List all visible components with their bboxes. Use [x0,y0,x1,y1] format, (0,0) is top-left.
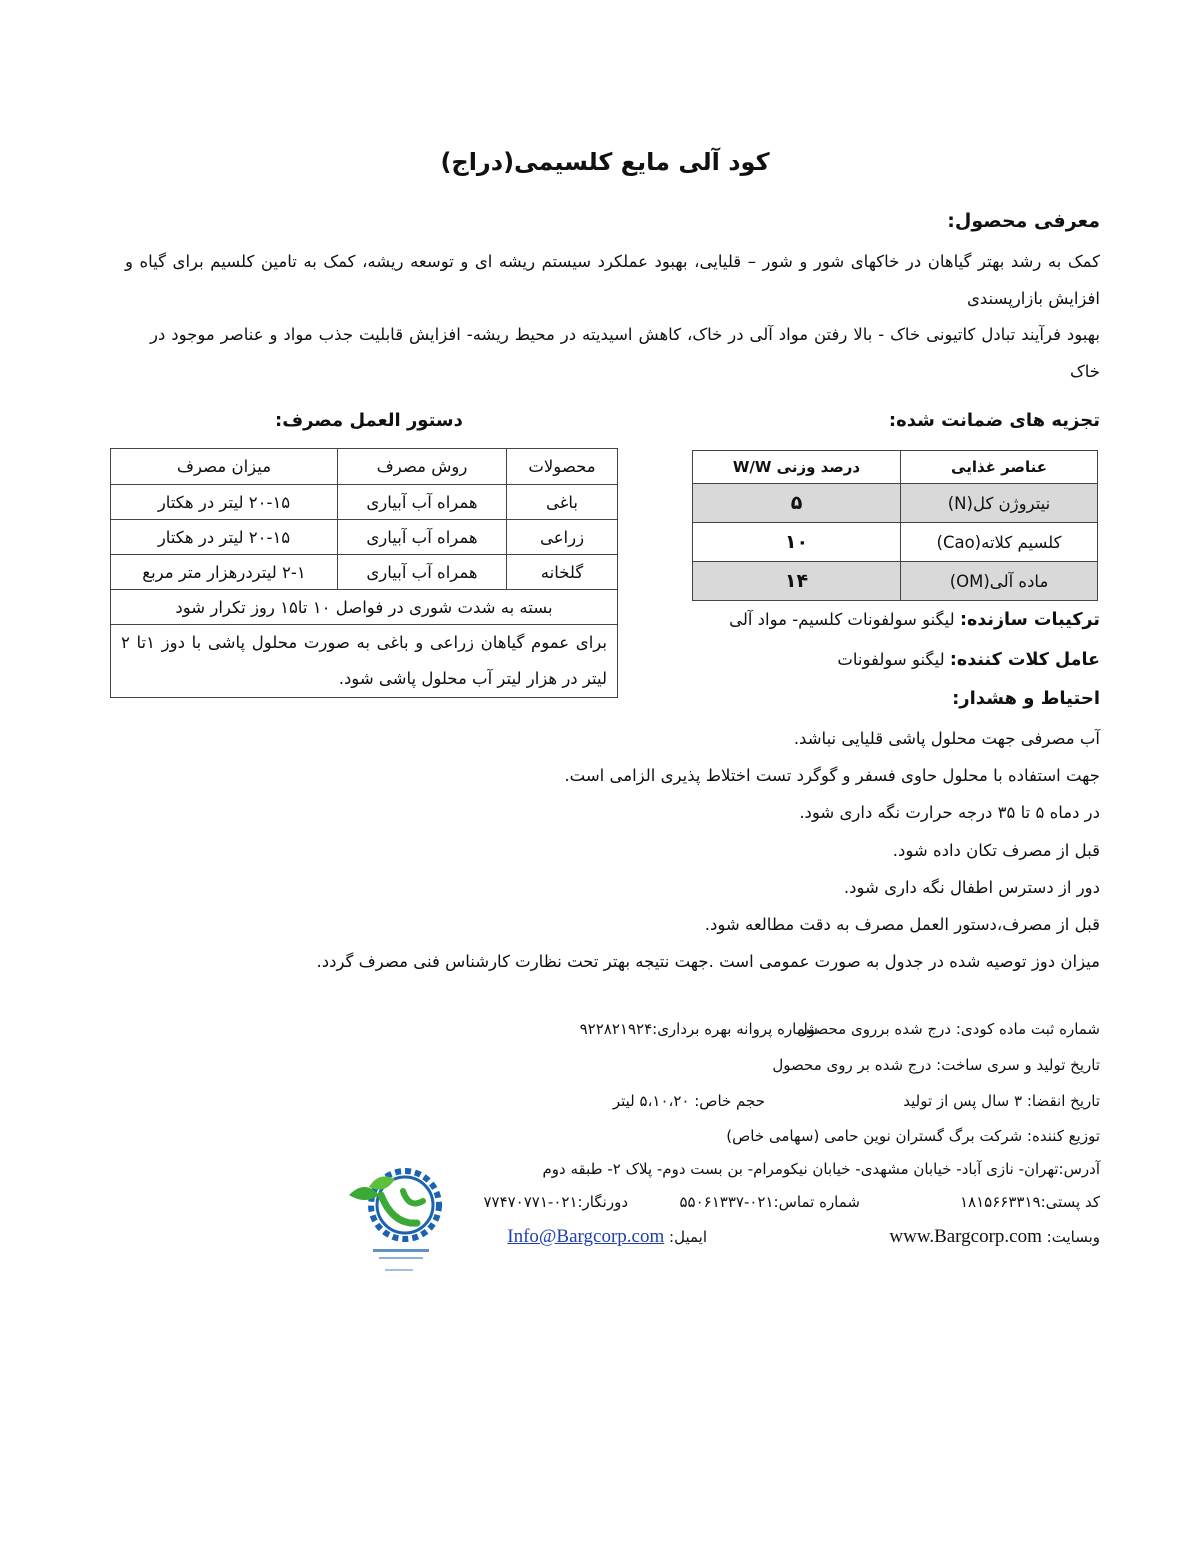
table-row: باغی همراه آب آبیاری ۲۰-۱۵ لیتر در هکتار [110,484,618,520]
intro-heading: معرفی محصول: [947,210,1100,232]
company-logo [343,1165,455,1285]
value-cell: ۱۰ [692,522,901,562]
table-row: نیتروژن کل(N) ۵ [692,483,1098,523]
table-header-row: محصولات روش مصرف میزان مصرف [110,448,618,485]
element-cell: کلسیم کلاته(Cao) [900,522,1098,562]
warning-item: در دماه ۵ تا ۳۵ درجه حرارت نگه داری شود. [799,803,1100,822]
analysis-table: عناصر غذایی درصد وزنی W/W نیتروژن کل(N) … [692,450,1098,601]
email-label: ایمیل: [669,1228,707,1246]
method-cell: همراه آب آبیاری [337,554,507,590]
warning-item: جهت استفاده با محلول حاوی فسفر و گوگرد ت… [564,766,1100,785]
method-cell: همراه آب آبیاری [337,519,507,555]
composition-label: ترکیبات سازنده: [959,610,1100,630]
method-cell: همراه آب آبیاری [337,484,507,520]
website-link[interactable]: www.Bargcorp.com [889,1226,1042,1247]
composition-value: لیگنو سولفونات کلسیم- مواد آلی [729,610,955,629]
amount-cell: ۲۰-۱۵ لیتر در هکتار [110,519,338,555]
intro-paragraph-1: کمک به رشد بهتر گیاهان در خاکهای شور و ش… [125,252,1100,308]
expiry-text: تاریخ انقضا: ۳ سال پس از تولید [903,1092,1100,1110]
website-label: وبسایت: [1046,1228,1100,1246]
email-link[interactable]: Info@Bargcorp.com [507,1226,665,1247]
table-row: کلسیم کلاته(Cao) ۱۰ [692,522,1098,562]
chelating-label: عامل کلات کننده: [949,650,1100,670]
volume-text: حجم خاص: ۵،۱۰،۲۰ لیتر [612,1092,765,1110]
license-text: شماره پروانه بهره برداری:۹۲۲۸۲۱۹۲۴ [579,1020,818,1038]
production-text: تاریخ تولید و سری ساخت: درج شده بر روی م… [772,1056,1100,1074]
table-row: زراعی همراه آب آبیاری ۲۰-۱۵ لیتر در هکتا… [110,519,618,555]
table-row: گلخانه همراه آب آبیاری ۲-۱ لیتردرهزار مت… [110,554,618,590]
element-cell: ماده آلی(OM) [900,561,1098,601]
warning-item: میزان دوز توصیه شده در جدول به صورت عموم… [316,952,1101,971]
postal-code: کد پستی:۱۸۱۵۶۶۳۳۱۹ [960,1193,1100,1211]
logo-swoosh [400,1188,426,1207]
table-row: برای عموم گیاهان زراعی و باغی به صورت مح… [110,624,618,698]
column-header: عناصر غذایی [900,450,1098,484]
website-line: وبسایت: www.Bargcorp.com [889,1226,1100,1248]
composition-line: ترکیبات سازنده: لیگنو سولفونات کلسیم- مو… [729,610,1100,630]
logo-graphic [349,1168,442,1271]
warning-item: قبل از مصرف،دستور العمل مصرف به دقت مطال… [704,915,1100,934]
email-line: ایمیل: Info@Bargcorp.com [507,1226,707,1248]
product-cell: زراعی [506,519,618,555]
table-row: ماده آلی(OM) ۱۴ [692,561,1098,601]
table-header-row: عناصر غذایی درصد وزنی W/W [692,450,1098,484]
element-cell: نیتروژن کل(N) [900,483,1098,523]
column-header: محصولات [506,448,618,485]
value-cell: ۱۴ [692,561,901,601]
analysis-heading: تجزیه های ضمانت شده: [888,410,1100,431]
registration-text: شماره ثبت ماده کودی: درج شده برروی محصول [796,1020,1100,1038]
product-cell: گلخانه [506,554,618,590]
chelating-value: لیگنو سولفونات [837,650,945,669]
table-row: بسته به شدت شوری در فواصل ۱۰ تا۱۵ روز تک… [110,589,618,625]
product-cell: باغی [506,484,618,520]
amount-cell: ۲-۱ لیتردرهزار متر مربع [110,554,338,590]
warnings-heading: احتیاط و هشدار: [952,688,1100,709]
gear-icon [368,1168,442,1242]
chelating-line: عامل کلات کننده: لیگنو سولفونات [837,650,1100,670]
logo-swoosh [377,1191,421,1227]
address-text: آدرس:تهران- نازی آباد- خیابان مشهدی- خیا… [542,1160,1100,1178]
warning-item: دور از دسترس اطفال نگه داری شود. [843,878,1100,897]
usage-note-1: بسته به شدت شوری در فواصل ۱۰ تا۱۵ روز تک… [110,589,618,625]
usage-note-2: برای عموم گیاهان زراعی و باغی به صورت مح… [110,624,618,698]
warning-item: قبل از مصرف تکان داده شود. [892,841,1100,860]
distributor-text: توزیع کننده: شرکت برگ گستران نوین حامی (… [726,1127,1100,1145]
leaf-icon [349,1176,395,1200]
usage-table: محصولات روش مصرف میزان مصرف باغی همراه آ… [110,448,618,698]
intro-paragraph-2: بهبود فرآیند تبادل کاتیونی خاک - بالا رف… [150,325,1100,381]
column-header: روش مصرف [337,448,507,485]
value-cell: ۵ [692,483,901,523]
warning-item: آب مصرفی جهت محلول پاشی قلیایی نباشد. [793,729,1100,748]
column-header: میزان مصرف [110,448,338,485]
phone-number: شماره تماس:۰۲۱-۵۵۰۶۱۳۳۷ [679,1193,860,1211]
column-header: درصد وزنی W/W [692,450,901,484]
fax-number: دورنگار:۰۲۱-۷۷۴۷۰۷۷۱ [483,1193,628,1211]
usage-heading: دستور العمل مصرف: [275,410,463,431]
amount-cell: ۲۰-۱۵ لیتر در هکتار [110,484,338,520]
page-title: کود آلی مایع کلسیمی(دراج) [440,148,770,176]
